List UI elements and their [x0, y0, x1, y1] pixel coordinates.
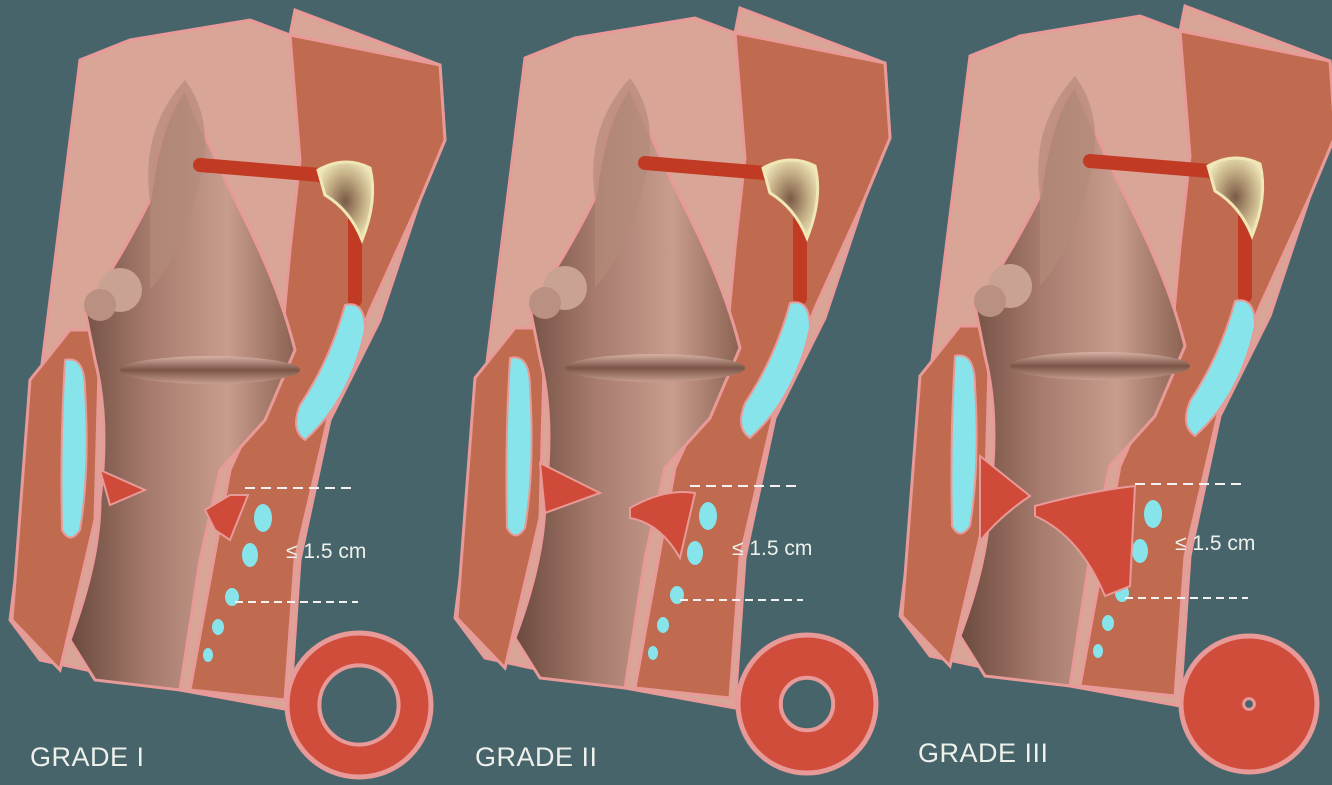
panel-grade-2 — [455, 8, 890, 708]
grade-label-1: GRADE I — [30, 742, 145, 773]
ring-lumen — [781, 678, 833, 730]
measure-label-2: ≤ 1.5 cm — [732, 537, 812, 561]
cross-section-grade-3 — [1181, 636, 1317, 772]
cross-section-grade-1 — [287, 633, 431, 777]
measure-label-1: ≤ 1.5 cm — [286, 540, 366, 564]
panel-grade-1 — [10, 10, 445, 710]
measure-label-3: ≤ 1.5 cm — [1175, 532, 1255, 556]
panel-grade-3 — [900, 6, 1332, 706]
cross-section-grade-2 — [738, 635, 876, 773]
grade-label-2: GRADE II — [475, 742, 598, 773]
ring-lumen — [1244, 699, 1255, 710]
ring-lumen — [319, 665, 398, 744]
grade-label-3: GRADE III — [918, 738, 1049, 769]
